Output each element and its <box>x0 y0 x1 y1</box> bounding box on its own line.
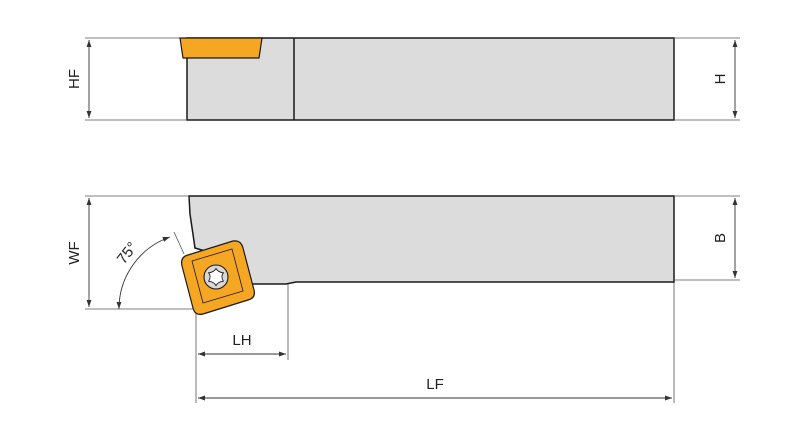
shank-side-body <box>186 37 675 121</box>
h-label: H <box>712 74 729 85</box>
angle-label: 75° <box>114 239 141 267</box>
angle-arc <box>116 236 171 310</box>
holder-top-body <box>188 195 675 285</box>
wf-label: WF <box>66 241 83 264</box>
b-label: B <box>712 233 729 243</box>
angle-reference-line <box>173 231 185 255</box>
side-view: HF H <box>66 37 740 121</box>
insert-inner-edge <box>191 248 244 304</box>
lf-label: LF <box>426 376 444 393</box>
hf-label: HF <box>66 69 83 89</box>
insert-side-view <box>179 37 263 59</box>
top-view: 75° WF B LH LF <box>66 195 740 403</box>
torx-screw-icon <box>203 264 229 290</box>
lh-label: LH <box>232 332 251 349</box>
